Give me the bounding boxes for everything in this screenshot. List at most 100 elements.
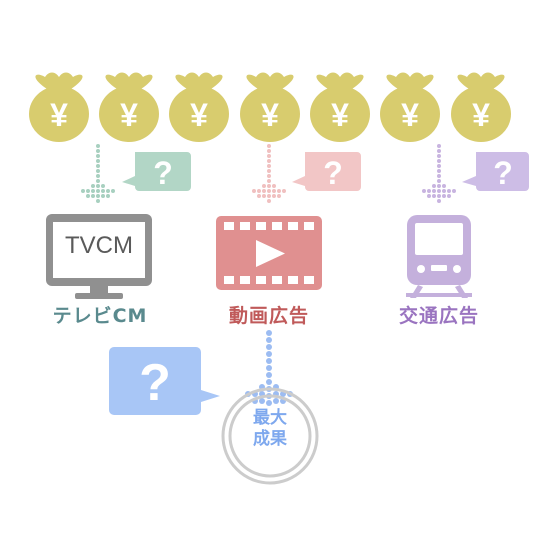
money-bag-icon: ¥: [380, 72, 440, 142]
yen-symbol: ¥: [120, 97, 138, 133]
question-mark: ?: [153, 155, 173, 191]
arrow-dot: [266, 344, 272, 350]
yen-symbol: ¥: [401, 97, 419, 133]
arrow-dot: [266, 337, 272, 343]
question-mark: ?: [139, 354, 171, 412]
arrow-dot: [81, 189, 85, 193]
arrow-dot: [437, 179, 441, 183]
money-bags-row: ¥ ¥ ¥ ¥ ¥ ¥ ¥: [29, 72, 511, 142]
arrow-dot: [267, 184, 271, 188]
yen-symbol: ¥: [331, 97, 349, 133]
arrow-dot: [86, 194, 90, 198]
question-bubble-pink: ?: [292, 152, 361, 191]
arrow-dot: [96, 159, 100, 163]
arrow-dot: [427, 189, 431, 193]
arrow-dot: [266, 351, 272, 357]
label-video-ad: 動画広告: [228, 305, 309, 327]
arrow-dot: [96, 169, 100, 173]
arrow-dot: [259, 398, 265, 404]
arrow-dot: [272, 194, 276, 198]
arrow-dot: [267, 199, 271, 203]
arrow-dot: [101, 194, 105, 198]
arrow-dot: [262, 194, 266, 198]
arrow-dot: [437, 189, 441, 193]
arrow-dot: [257, 189, 261, 193]
arrow-dot: [262, 189, 266, 193]
question-bubble-blue: ?: [109, 347, 220, 415]
arrow-dot: [272, 189, 276, 193]
dotted-arrow-green: [81, 144, 115, 203]
arrow-dot: [432, 189, 436, 193]
arrow-dot: [252, 189, 256, 193]
arrow-dot: [432, 184, 436, 188]
money-bag-icon: ¥: [451, 72, 511, 142]
arrow-dot: [422, 189, 426, 193]
arrow-dot: [437, 154, 441, 158]
arrow-dot: [91, 184, 95, 188]
arrow-dot: [86, 189, 90, 193]
arrow-dot: [437, 164, 441, 168]
arrow-dot: [442, 184, 446, 188]
max-result-circle: [221, 387, 319, 485]
yen-symbol: ¥: [190, 97, 208, 133]
yen-symbol: ¥: [50, 97, 68, 133]
arrow-dot: [96, 144, 100, 148]
arrow-dot: [96, 199, 100, 203]
arrow-dot: [273, 398, 279, 404]
arrow-dot: [257, 194, 261, 198]
arrow-dot: [96, 149, 100, 153]
arrow-dot: [447, 194, 451, 198]
arrow-dot: [266, 372, 272, 378]
question-bubble-purple: ?: [462, 152, 529, 191]
money-bag-icon: ¥: [169, 72, 229, 142]
arrow-dot: [432, 194, 436, 198]
arrow-dot: [267, 159, 271, 163]
arrow-dot: [111, 189, 115, 193]
arrow-dot: [267, 169, 271, 173]
arrow-dot: [96, 194, 100, 198]
money-bag-icon: ¥: [240, 72, 300, 142]
arrow-dot: [96, 174, 100, 178]
arrow-dot: [96, 154, 100, 158]
arrow-dot: [437, 184, 441, 188]
arrow-dot: [96, 179, 100, 183]
arrow-dot: [267, 149, 271, 153]
arrow-dot: [267, 179, 271, 183]
arrow-dot: [106, 189, 110, 193]
arrow-dot: [277, 194, 281, 198]
arrow-dot: [267, 154, 271, 158]
dotted-arrow-pink: [252, 144, 286, 203]
arrow-dot: [266, 400, 272, 406]
tv-screen-text: TVCM: [65, 232, 133, 259]
result-text: 最大 成果: [222, 408, 318, 450]
arrow-dot: [96, 184, 100, 188]
arrow-dot: [101, 184, 105, 188]
question-bubble-green: ?: [122, 152, 191, 191]
arrow-dot: [437, 199, 441, 203]
result-line-1: 最大: [253, 408, 287, 428]
label-transit-ad: 交通広告: [398, 305, 479, 327]
arrow-dot: [437, 159, 441, 163]
arrow-dot: [96, 189, 100, 193]
arrow-dot: [266, 379, 272, 385]
arrow-dot: [282, 189, 286, 193]
arrow-dot: [262, 184, 266, 188]
arrow-dot: [437, 169, 441, 173]
video-ad-icon: [216, 216, 322, 290]
arrow-dot: [267, 164, 271, 168]
money-bag-icon: ¥: [310, 72, 370, 142]
arrow-dot: [437, 194, 441, 198]
arrow-dot: [267, 144, 271, 148]
arrow-dot: [91, 189, 95, 193]
label-tv-cm: テレビCM: [52, 305, 148, 327]
arrow-dot: [437, 174, 441, 178]
question-mark: ?: [493, 155, 513, 191]
tv-icon: [46, 214, 152, 299]
arrow-dot: [266, 358, 272, 364]
arrow-dot: [266, 365, 272, 371]
yen-symbol: ¥: [261, 97, 279, 133]
arrow-dot: [267, 189, 271, 193]
question-mark: ?: [323, 155, 343, 191]
arrow-dot: [266, 330, 272, 336]
